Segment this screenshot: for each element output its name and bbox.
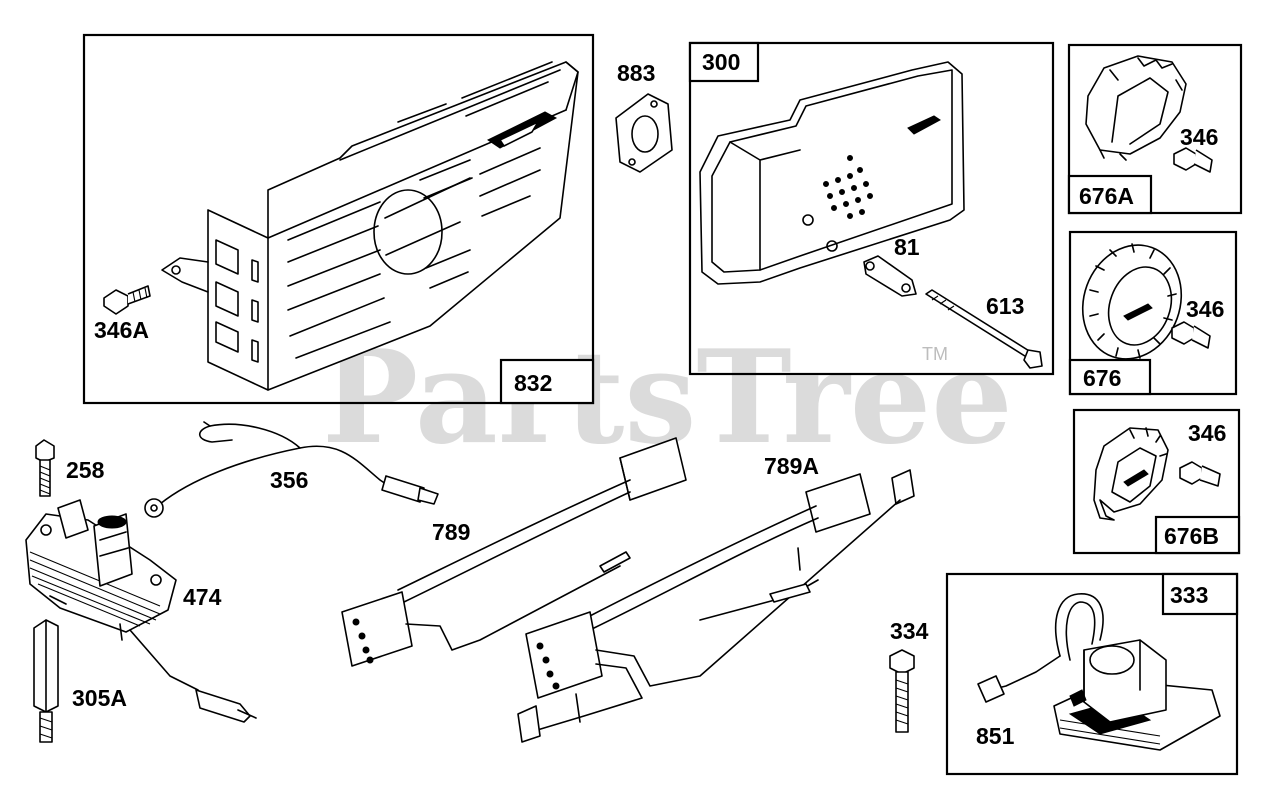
label-346-c[interactable]: 346 [1188, 420, 1226, 446]
ground-wire-356-drawing [144, 421, 439, 518]
group-356[interactable]: 356 [144, 421, 439, 518]
tag-832 [499, 358, 595, 405]
frame-300 [688, 41, 1055, 376]
label-334[interactable]: 334 [890, 618, 929, 644]
harness-789-drawing [341, 437, 687, 667]
group-305A[interactable]: 305A [33, 619, 127, 743]
label-333[interactable]: 333 [1170, 582, 1208, 608]
label-789[interactable]: 789 [432, 519, 470, 545]
stud-305A-drawing [33, 619, 59, 743]
watermark-trademark: TM [922, 344, 948, 364]
label-474[interactable]: 474 [183, 584, 222, 610]
blower-housing-drawing [161, 61, 579, 391]
frame-676A [1067, 43, 1243, 215]
group-676B[interactable]: 346 676B [1072, 408, 1241, 555]
label-346-a[interactable]: 346 [1180, 124, 1218, 150]
group-832[interactable]: 346A 832 [82, 33, 595, 405]
label-81[interactable]: 81 [894, 234, 920, 260]
label-676[interactable]: 676 [1083, 365, 1121, 391]
guard-676A-drawing [1085, 55, 1187, 161]
group-300[interactable]: 300 81 613 [688, 41, 1055, 376]
bolt-346-c-drawing [1179, 461, 1221, 487]
group-676A[interactable]: 346 676A [1067, 43, 1243, 215]
label-613[interactable]: 613 [986, 293, 1024, 319]
frame-832 [82, 33, 595, 405]
bolt-346-a-drawing [1173, 147, 1213, 173]
screw-334-drawing [889, 649, 915, 733]
tag-300 [688, 41, 760, 83]
coil-333-drawing [977, 593, 1221, 751]
group-676[interactable]: 346 676 [1067, 230, 1238, 396]
label-300[interactable]: 300 [702, 49, 740, 75]
bracket-81-drawing [863, 255, 917, 297]
group-334[interactable]: 334 [889, 618, 929, 733]
tag-676A [1067, 174, 1153, 215]
label-851[interactable]: 851 [976, 723, 1015, 749]
frame-333 [945, 572, 1239, 776]
label-789A[interactable]: 789A [764, 453, 819, 479]
frame-676 [1068, 230, 1238, 396]
group-258[interactable]: 258 [35, 439, 105, 497]
gasket-883-drawing [615, 93, 673, 173]
screw-258-drawing [35, 439, 55, 497]
label-883[interactable]: 883 [617, 60, 655, 86]
tag-333 [1161, 572, 1239, 616]
label-258[interactable]: 258 [66, 457, 105, 483]
tag-676 [1068, 358, 1152, 396]
group-789A[interactable]: 789A [517, 453, 915, 743]
armature-474-drawing [25, 499, 257, 723]
bolt-346-b-drawing [1171, 321, 1211, 349]
label-356[interactable]: 356 [270, 467, 308, 493]
guard-676-drawing [1081, 243, 1183, 360]
screw-613-drawing [925, 289, 1043, 369]
guard-676B-drawing [1093, 427, 1169, 521]
label-346-b[interactable]: 346 [1186, 296, 1224, 322]
label-832[interactable]: 832 [514, 370, 552, 396]
label-676A[interactable]: 676A [1079, 183, 1134, 209]
label-305A[interactable]: 305A [72, 685, 127, 711]
harness-789A-drawing [517, 469, 915, 743]
group-883[interactable]: 883 [615, 60, 673, 173]
group-789[interactable]: 789 [341, 437, 687, 667]
group-333[interactable]: 333 851 [945, 572, 1239, 776]
muffler-drawing [699, 61, 965, 285]
label-346A[interactable]: 346A [94, 317, 149, 343]
group-474[interactable]: 474 [25, 499, 257, 723]
tag-676B [1154, 515, 1241, 555]
label-676B[interactable]: 676B [1164, 523, 1219, 549]
bolt-346A-drawing [103, 285, 151, 315]
